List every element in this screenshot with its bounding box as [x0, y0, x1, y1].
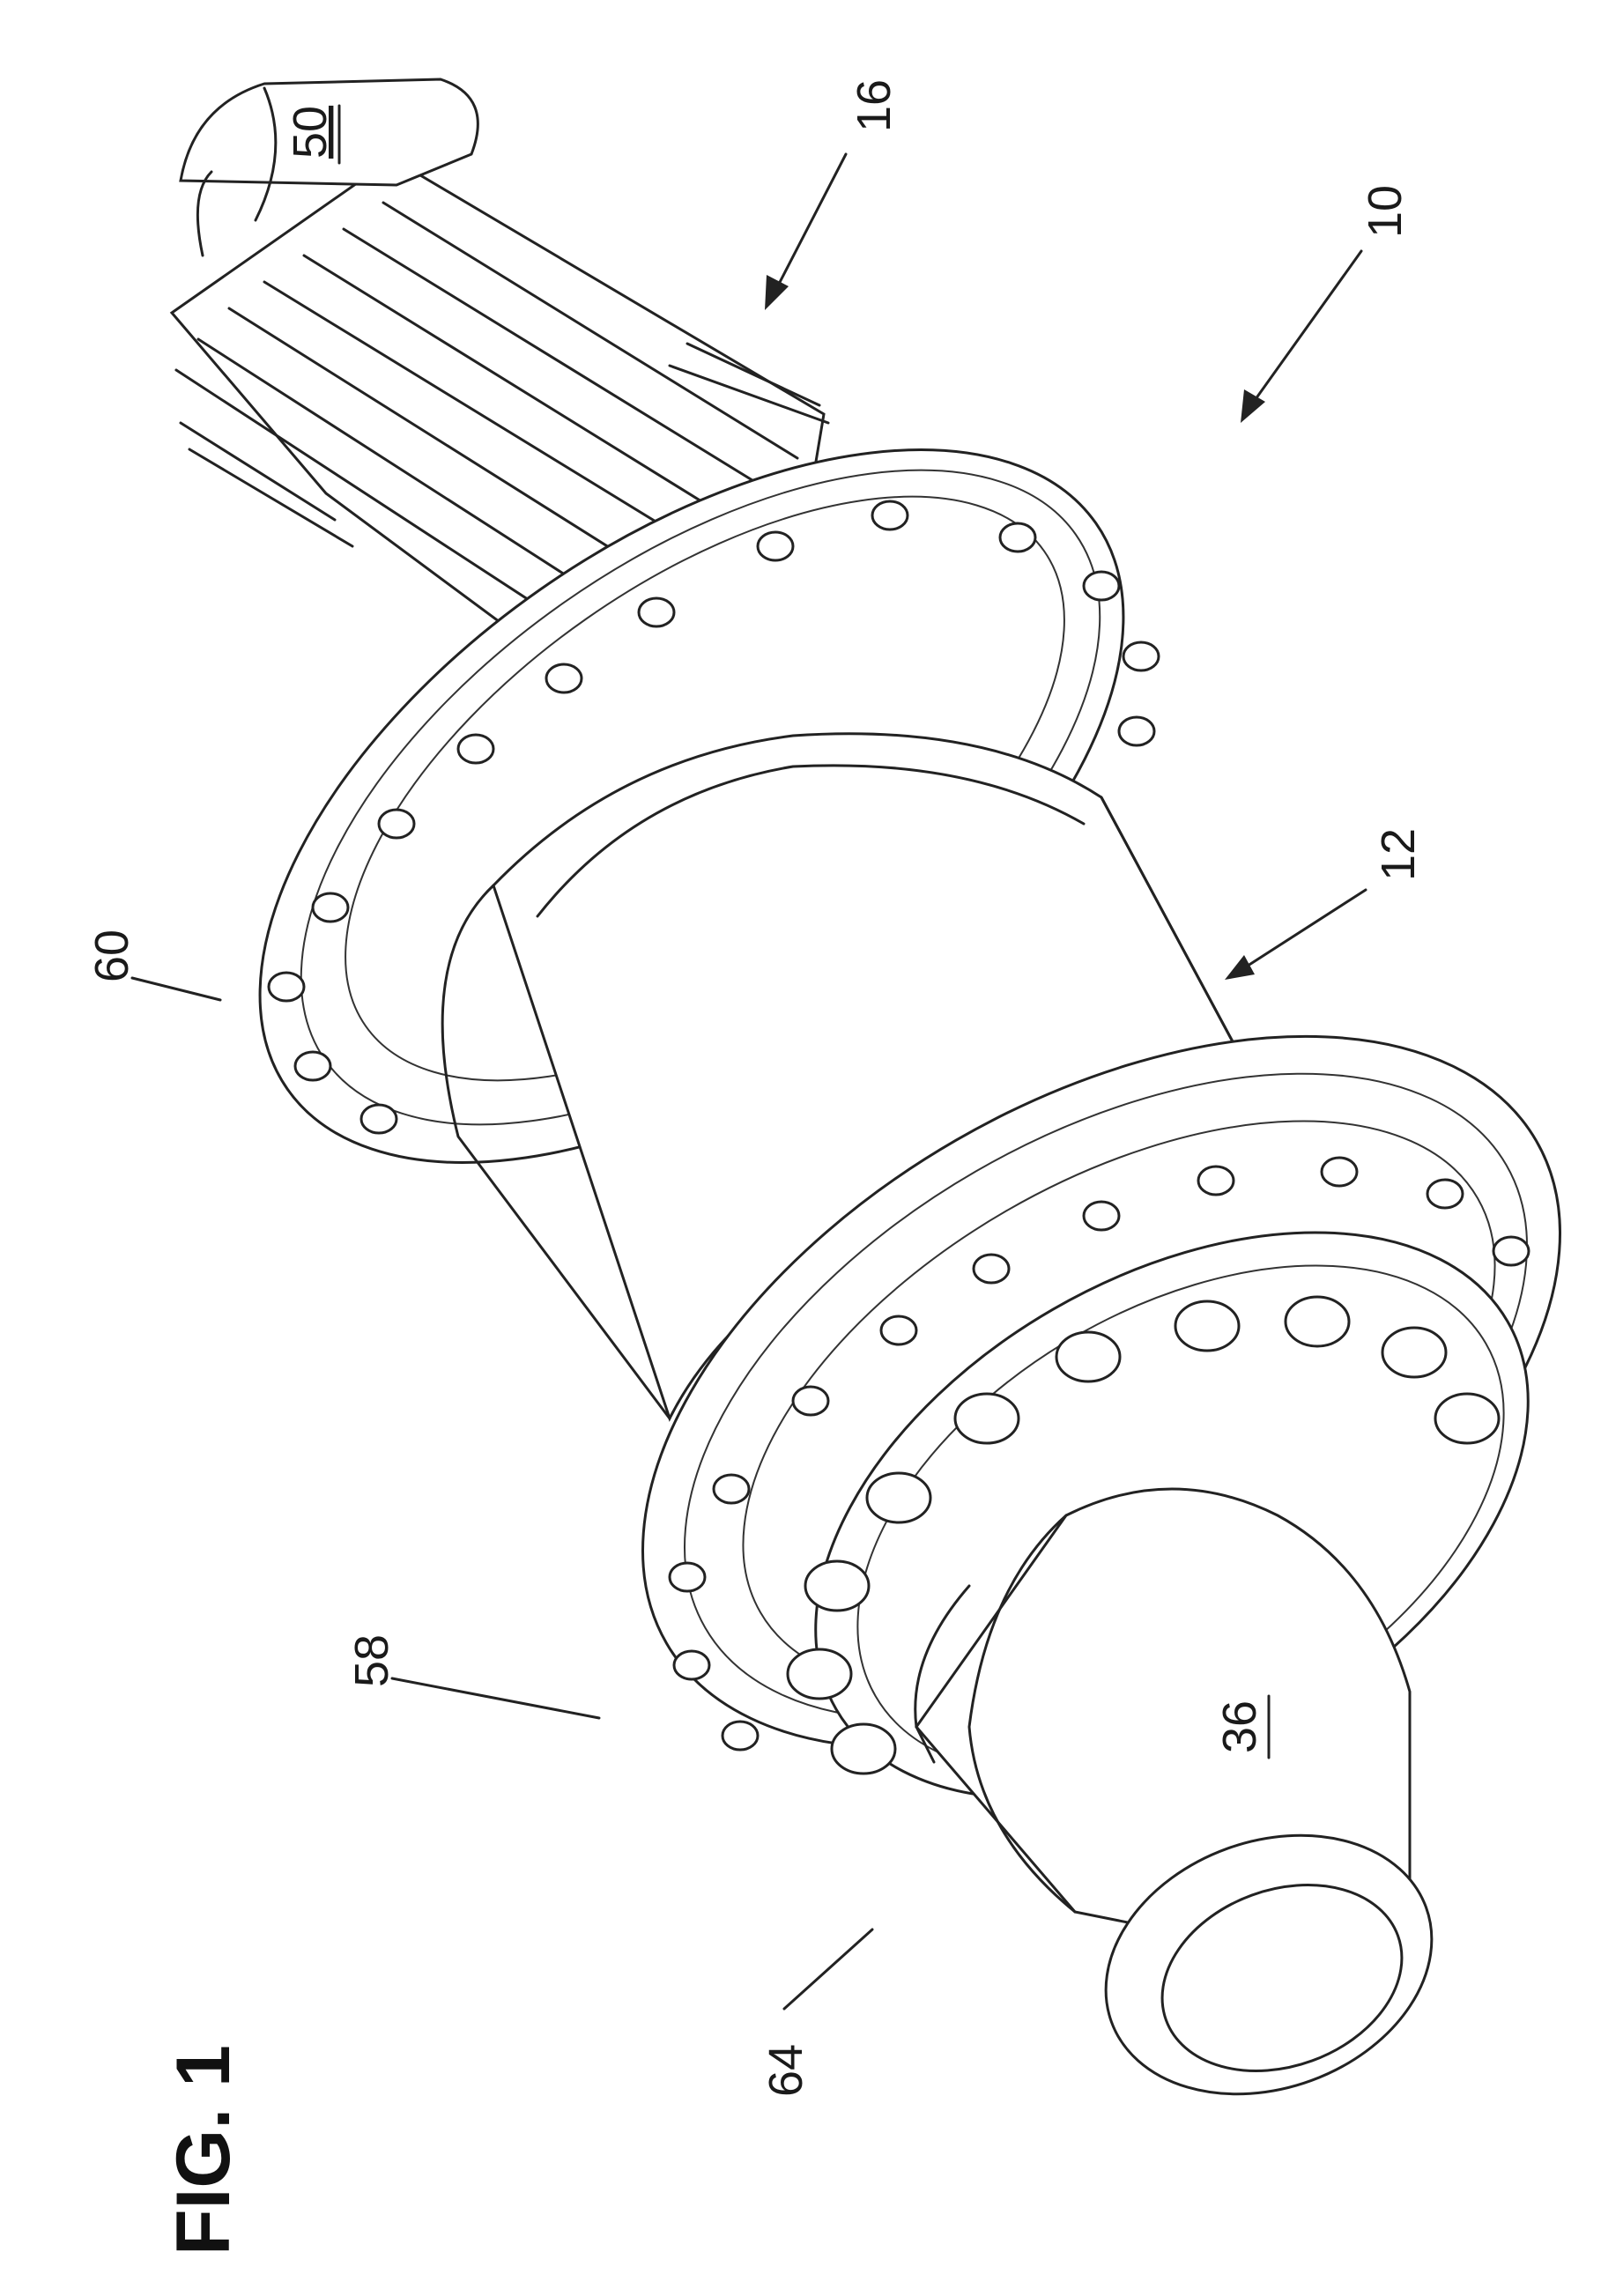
arrow-head-10	[1241, 389, 1265, 423]
ref-numeral-36: 36	[1213, 1700, 1266, 1753]
ref-numeral-60: 60	[85, 930, 138, 982]
arrow-head-16	[765, 275, 789, 310]
ref-numeral-58: 58	[345, 1634, 398, 1687]
ref-numeral-12: 12	[1372, 828, 1425, 881]
ref-numeral-10: 10	[1359, 185, 1412, 238]
leader-58	[392, 1678, 599, 1718]
leader-16	[775, 154, 846, 291]
figure-label: FIG. 1	[161, 2045, 246, 2255]
leader-64	[784, 1929, 872, 2009]
hub-assembly	[136, 79, 1623, 2138]
arrow-head-12	[1225, 955, 1255, 980]
ref-numeral-16: 16	[848, 79, 900, 132]
ref-numeral-64: 64	[760, 2044, 812, 2097]
leader-10	[1251, 251, 1361, 405]
leader-60	[132, 978, 220, 1000]
ref-numeral-50: 50	[284, 106, 337, 159]
leader-12	[1242, 890, 1366, 969]
